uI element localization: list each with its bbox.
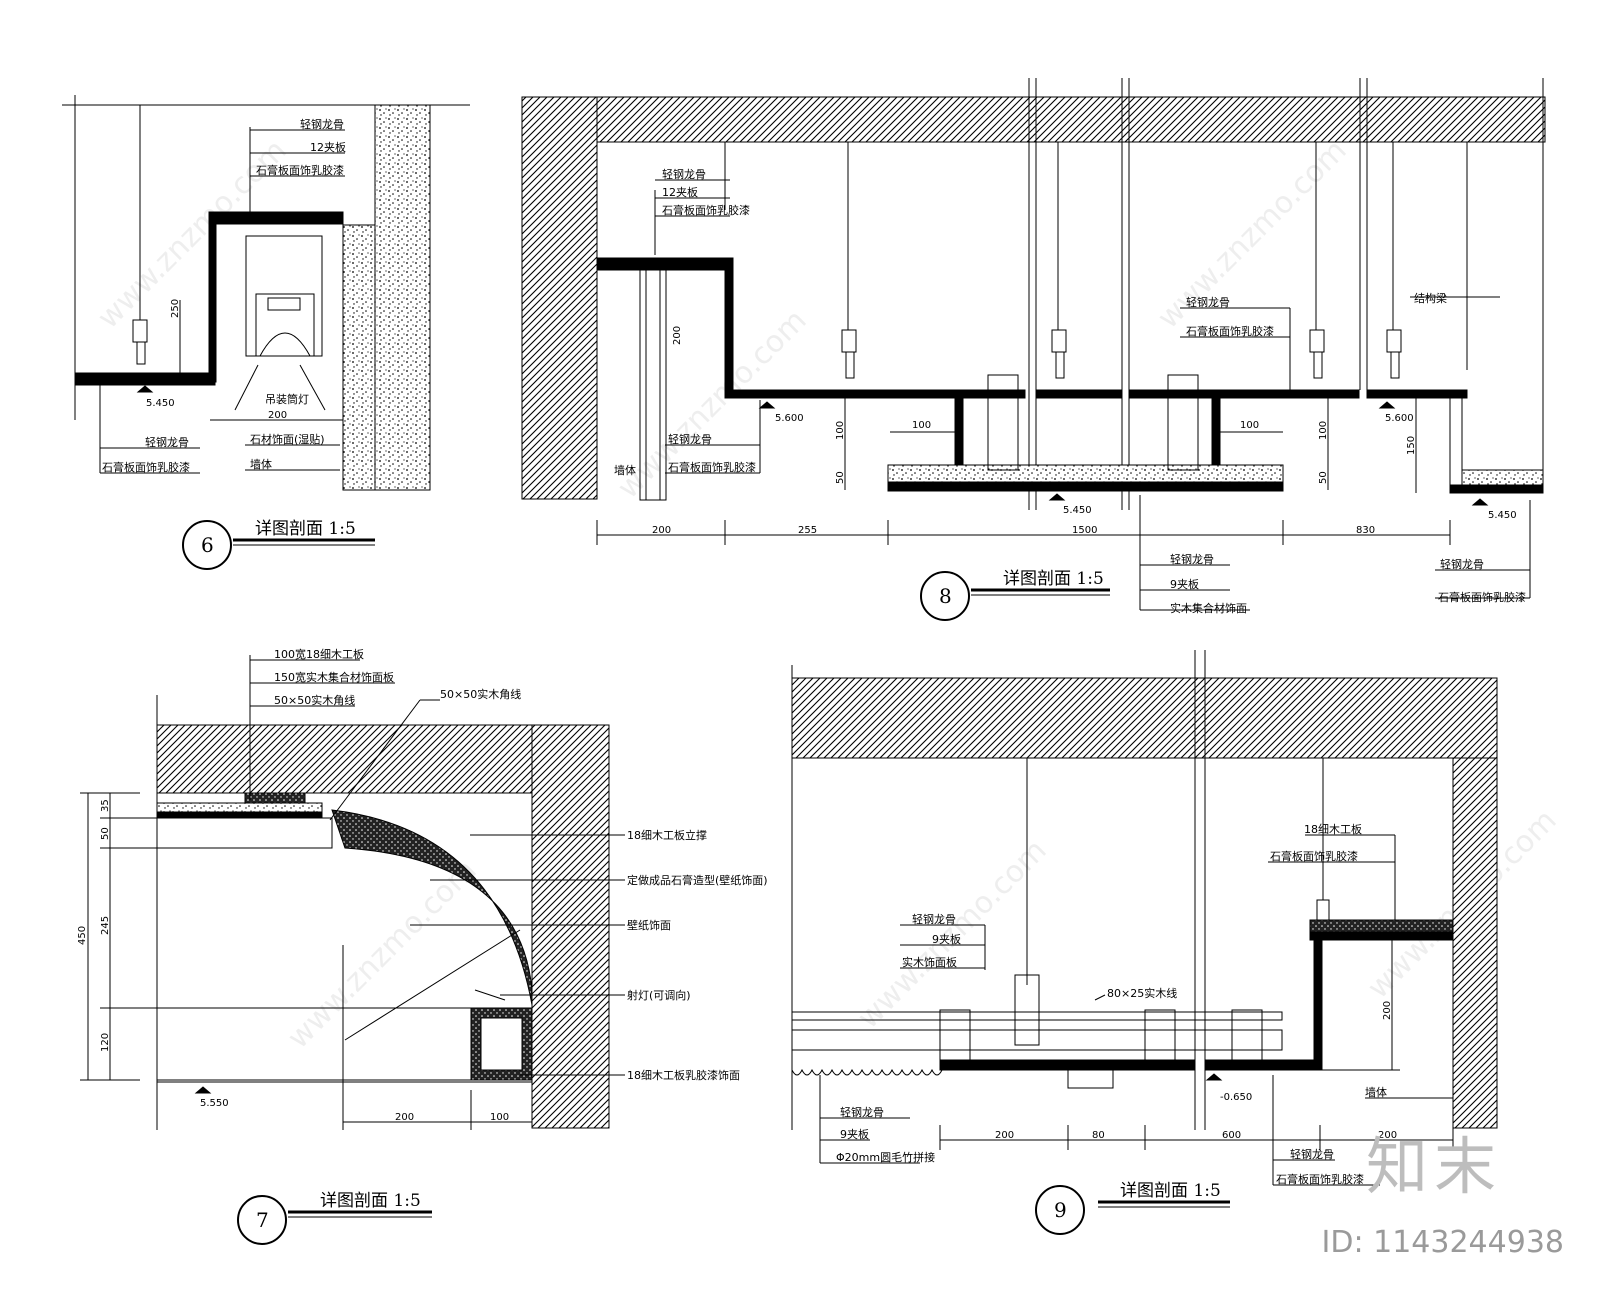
dim-value: 1500 [1072,525,1097,536]
document-id: ID: 1143244938 [1321,1225,1564,1260]
detail-7-text: 100宽18细木工板 150宽实木集合材饰面板 50×50实木角线 50×50实… [77,647,768,1232]
label-gypsum-paint: 石膏板面饰乳胶漆 [1186,324,1274,338]
label-corner-moulding: 50×50实木角线 [440,687,521,701]
detail-number: 9 [1054,1198,1067,1222]
detail-title: 详图剖面 1:5 [1120,1181,1221,1201]
label-wall: 墙体 [1365,1085,1387,1099]
label-bamboo-splice: Φ20mm圆毛竹拼接 [836,1150,935,1164]
dim-value: 200 [995,1130,1014,1141]
dim-value: 100 [1240,420,1259,431]
label-blockboard: 100宽18细木工板 [274,647,364,661]
dim-value: 50 [1318,471,1329,484]
detail-7 [80,655,625,1245]
label-light-steel-keel: 轻钢龙骨 [1186,295,1230,309]
dim-value: 450 [77,926,88,945]
label-blockboard-paint: 18细木工板乳胶漆饰面 [627,1068,740,1082]
label-light-steel-keel: 轻钢龙骨 [1290,1147,1334,1161]
dim-value: 150 [1406,436,1417,455]
label-gypsum-paint: 石膏板面饰乳胶漆 [256,163,344,177]
label-light-steel-keel: 轻钢龙骨 [840,1105,884,1119]
label-structural-beam: 结构梁 [1414,291,1447,305]
label-gypsum-paint: 石膏板面饰乳胶漆 [1276,1172,1364,1186]
label-gypsum-moulding: 定做成品石膏造型(壁纸饰面) [627,873,768,887]
detail-9-text: 轻钢龙骨 9夹板 实木饰面板 80×25实木线 18细木工板 石膏板面饰乳胶漆 … [836,822,1397,1222]
detail-8-text: 轻钢龙骨 12夹板 石膏板面饰乳胶漆 轻钢龙骨 石膏板面饰乳胶漆 墙体 轻钢龙骨… [614,167,1526,615]
label-gypsum-paint: 石膏板面饰乳胶漆 [1438,590,1526,604]
dim-value: 255 [798,525,817,536]
detail-title: 详图剖面 1:5 [1003,569,1104,589]
level-mark: -0.650 [1220,1092,1252,1103]
label-gypsum-paint: 石膏板面饰乳胶漆 [668,460,756,474]
dim-value: 250 [170,299,181,318]
dim-value: 245 [100,916,111,935]
label-solid-wood-panel: 150宽实木集合材饰面板 [274,670,394,684]
watermark-layer: www.znzmo.com www.znzmo.com www.znzmo.co… [91,133,1564,1056]
dim-value: 200 [268,410,287,421]
dim-value: 100 [912,420,931,431]
detail-number: 6 [201,533,214,557]
dim-value: 120 [100,1033,111,1052]
label-plywood: 9夹板 [1170,577,1199,591]
dim-value: 35 [100,799,111,812]
detail-number: 8 [939,584,952,608]
dim-value: 600 [1222,1130,1241,1141]
label-light-steel-keel: 轻钢龙骨 [145,435,189,449]
dim-value: 80 [1092,1130,1105,1141]
label-veneer-panel: 实木饰面板 [902,955,957,969]
dim-value: 200 [1378,1130,1397,1141]
detail-8 [521,78,1546,621]
watermark-text: www.znzmo.com [1151,133,1354,336]
level-mark: 5.450 [146,398,175,409]
label-spotlight: 射灯(可调向) [627,988,691,1002]
watermark-text: www.znzmo.com [611,303,814,506]
label-pendant-downlight: 吊装筒灯 [265,392,309,406]
dim-value: 200 [395,1112,414,1123]
level-mark: 5.600 [775,413,804,424]
label-plywood: 12夹板 [662,185,698,199]
label-stone-finish: 石材饰面(湿贴) [250,432,325,446]
dim-value: 50 [100,827,111,840]
label-wallpaper: 壁纸饰面 [627,918,671,932]
label-blockboard-brace: 18细木工板立撑 [627,828,707,842]
label-plywood: 9夹板 [932,932,961,946]
dim-value: 830 [1356,525,1375,536]
label-light-steel-keel: 轻钢龙骨 [912,912,956,926]
dim-value: 50 [835,471,846,484]
brand-logo: 知末 [1365,1130,1502,1203]
dim-value: 100 [835,421,846,440]
level-mark: 5.550 [200,1098,229,1109]
dim-value: 100 [1318,421,1329,440]
dim-value: 200 [652,525,671,536]
label-light-steel-keel: 轻钢龙骨 [300,117,344,131]
label-wall: 墙体 [250,457,272,471]
detail-6-text: 轻钢龙骨 12夹板 石膏板面饰乳胶漆 吊装筒灯 石材饰面(湿贴) 墙体 轻钢龙骨… [102,117,356,557]
label-blockboard: 18细木工板 [1304,822,1362,836]
detail-6 [62,95,470,570]
dim-value: 200 [1382,1001,1393,1020]
detail-title: 详图剖面 1:5 [255,519,356,539]
label-light-steel-keel: 轻钢龙骨 [1170,552,1214,566]
detail-number: 7 [256,1208,269,1232]
level-mark: 5.450 [1488,510,1517,521]
label-wood-strip: 80×25实木线 [1107,986,1177,1000]
label-light-steel-keel: 轻钢龙骨 [668,432,712,446]
watermark-text: www.znzmo.com [281,853,484,1056]
label-solid-wood-finish: 实木集合材饰面 [1170,601,1247,615]
label-light-steel-keel: 轻钢龙骨 [662,167,706,181]
dim-value: 100 [490,1112,509,1123]
dim-value: 200 [672,326,683,345]
label-gypsum-paint: 石膏板面饰乳胶漆 [662,203,750,217]
label-wall: 墙体 [614,463,636,477]
level-mark: 5.600 [1385,413,1414,424]
label-corner-moulding: 50×50实木角线 [274,693,355,707]
level-mark: 5.450 [1063,505,1092,516]
detail-9 [791,650,1498,1235]
label-gypsum-paint: 石膏板面饰乳胶漆 [102,460,190,474]
detail-title: 详图剖面 1:5 [320,1191,421,1211]
label-plywood: 9夹板 [840,1127,869,1141]
label-gypsum-paint: 石膏板面饰乳胶漆 [1270,849,1358,863]
label-light-steel-keel: 轻钢龙骨 [1440,557,1484,571]
label-plywood: 12夹板 [310,140,346,154]
